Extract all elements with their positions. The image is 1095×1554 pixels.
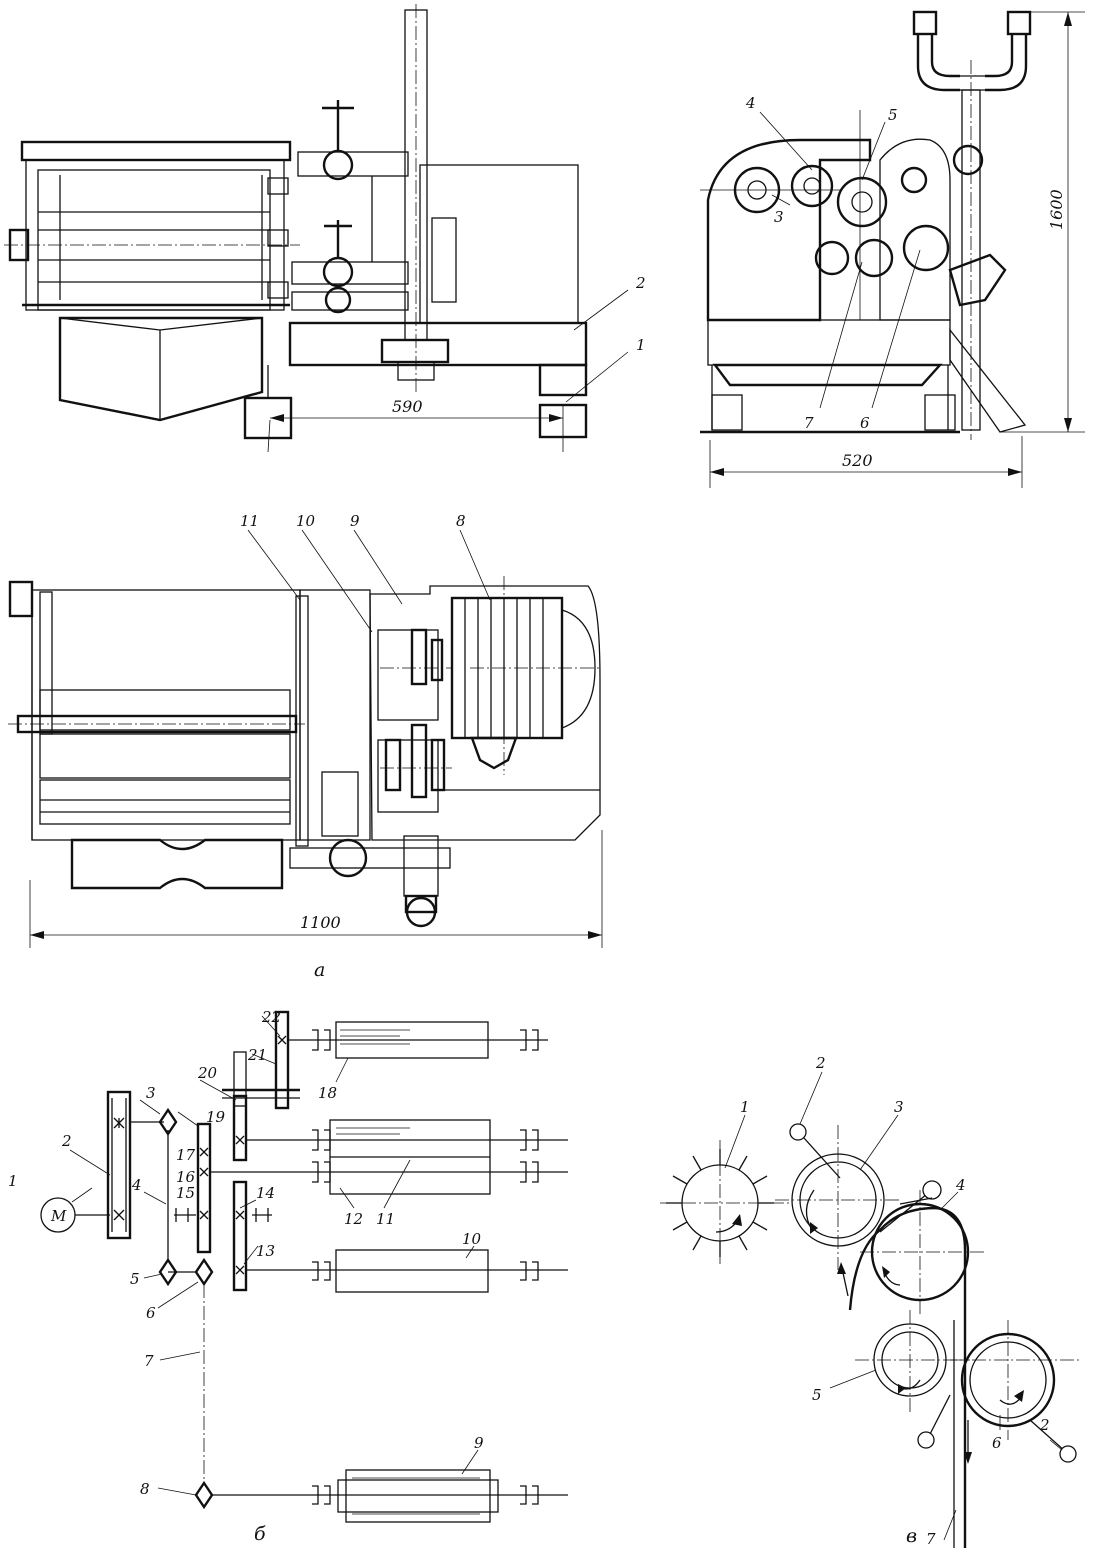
dimension-590 (267, 405, 564, 453)
roll-callout-3: 3 (894, 1098, 904, 1116)
kin-callout-12: 12 (344, 1210, 363, 1228)
callout-side-3: 3 (774, 208, 784, 226)
callout-side-6: 6 (860, 414, 870, 432)
callout-top-10: 10 (296, 512, 316, 530)
dimension-1100 (29, 830, 603, 948)
dimension-1100-label: 1100 (300, 913, 341, 932)
kin-callout-5: 5 (130, 1270, 140, 1288)
kin-callout-17: 17 (176, 1146, 196, 1164)
callout-side-5: 5 (888, 106, 898, 124)
callout-front-1: 1 (636, 336, 646, 354)
kin-callout-8: 8 (140, 1480, 150, 1498)
kin-callout-9: 9 (474, 1434, 484, 1452)
kin-callout-3: 3 (146, 1084, 156, 1102)
dimension-1600-label: 1600 (1047, 189, 1066, 230)
panel-label-b: б (254, 1523, 266, 1545)
callout-side-7: 7 (804, 414, 814, 432)
kin-callout-22: 22 (261, 1008, 281, 1026)
panel-label-a: а (314, 959, 325, 981)
roll-callout-4: 4 (955, 1176, 966, 1194)
kin-callout-13: 13 (256, 1242, 275, 1260)
kinematic-scheme (40, 1010, 568, 1523)
kin-callout-4: 4 (131, 1176, 142, 1194)
kin-callout-2: 2 (61, 1132, 72, 1150)
kin-callout-21: 21 (247, 1046, 267, 1064)
kin-callout-15: 15 (176, 1184, 195, 1202)
callout-side-4: 4 (745, 94, 756, 112)
kin-callout-20: 20 (197, 1064, 218, 1082)
callout-top-11: 11 (240, 512, 259, 530)
side-view (700, 10, 1085, 488)
dimension-590-label: 590 (392, 397, 423, 416)
roll-scheme (660, 1071, 1080, 1548)
kin-callout-6: 6 (146, 1304, 156, 1322)
kin-callout-18: 18 (318, 1084, 337, 1102)
callout-top-8: 8 (456, 512, 466, 530)
callout-front-2: 2 (635, 274, 646, 292)
kin-callout-7: 7 (144, 1352, 154, 1370)
roll-callout-2-top: 2 (815, 1054, 826, 1072)
panel-label-c: в (906, 1525, 917, 1547)
callout-top-9: 9 (350, 512, 360, 530)
roll-callout-7: 7 (926, 1530, 936, 1548)
kin-callout-14: 14 (256, 1184, 275, 1202)
roll-callout-5: 5 (812, 1386, 822, 1404)
motor-symbol: M (50, 1207, 67, 1225)
front-view (4, 4, 629, 440)
kin-callout-11: 11 (376, 1210, 395, 1228)
roll-callout-6: 6 (992, 1434, 1002, 1452)
kin-callout-1: 1 (8, 1172, 18, 1190)
kin-callout-16: 16 (176, 1168, 196, 1186)
kin-callout-19: 19 (206, 1108, 226, 1126)
top-view (8, 529, 601, 928)
dimension-520-label: 520 (842, 451, 873, 470)
kin-callout-10: 10 (462, 1230, 482, 1248)
roll-callout-1: 1 (740, 1098, 750, 1116)
roll-callout-2-bottom: 2 (1039, 1416, 1050, 1434)
